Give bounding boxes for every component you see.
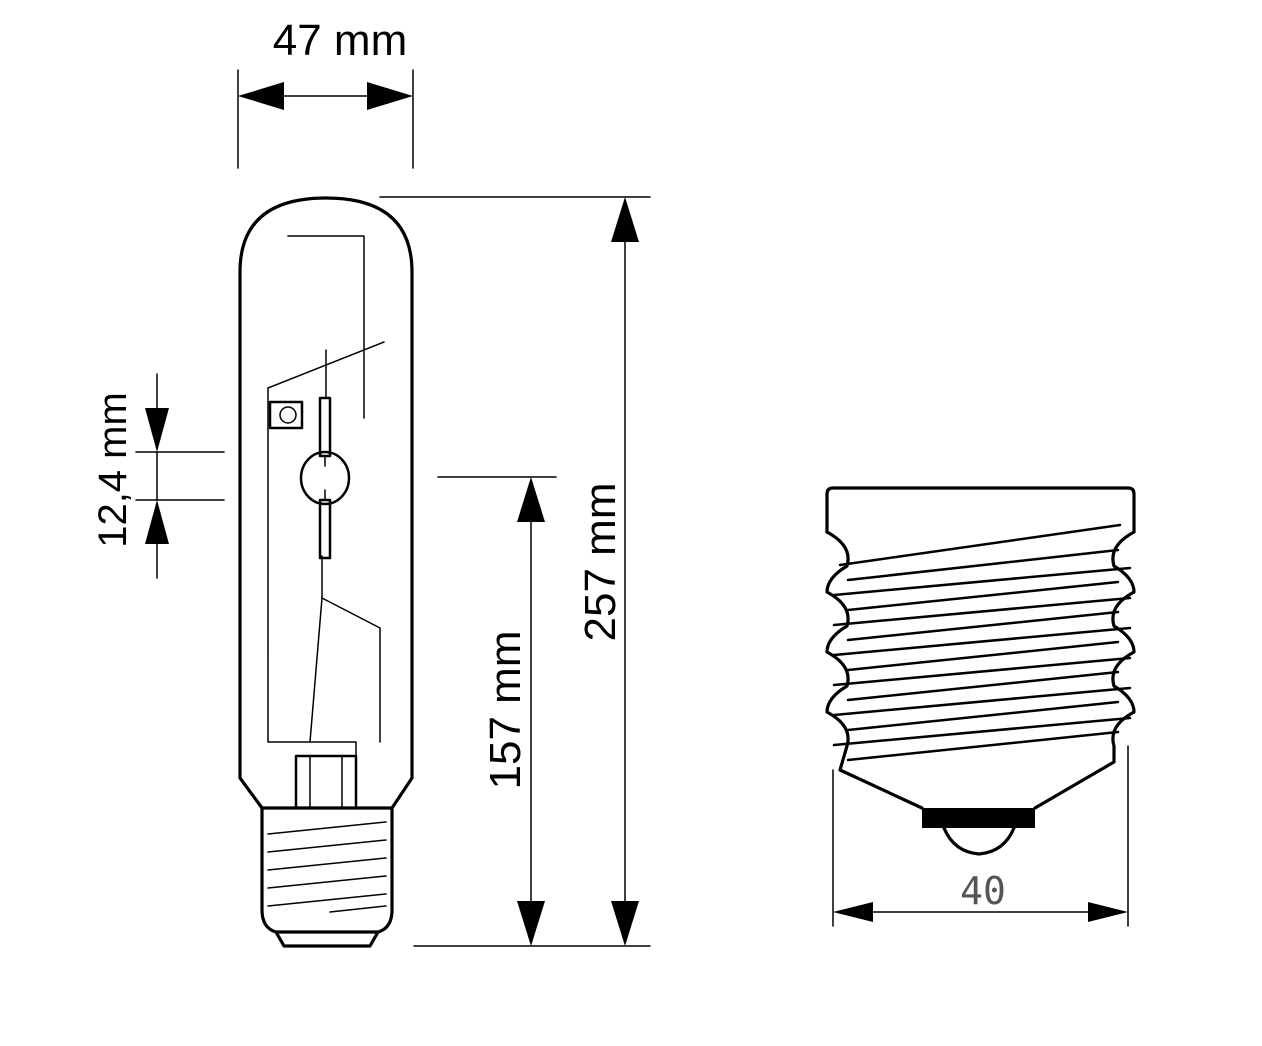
arc-tube-lower-leg [318, 498, 332, 560]
arrow-head [145, 500, 169, 544]
arrow-head [238, 82, 284, 110]
base-detail: 40 [825, 486, 1136, 927]
arrow-head [517, 477, 545, 522]
arrow-head [611, 197, 639, 242]
getter-square [268, 400, 304, 430]
lead-wire-right [321, 597, 381, 743]
arc-tube-body [299, 450, 351, 506]
base-diameter-label: 40 [960, 869, 1006, 913]
support-wire-left [267, 647, 357, 757]
glass-bulb [238, 196, 414, 810]
base-thread-lines [267, 821, 387, 913]
lamp-outline [238, 196, 414, 948]
width-dimension: 47 mm [237, 16, 414, 169]
screw-base [260, 806, 394, 934]
base-contact [274, 930, 380, 948]
light-center-dimension: 157 mm [437, 476, 557, 946]
arc-gap-label: 12,4 mm [91, 392, 135, 548]
base-thread-crests [832, 523, 1132, 762]
arrow-head [1088, 902, 1128, 922]
base-collar [825, 486, 1136, 534]
top-frame-wire [287, 235, 365, 419]
total-length-label: 257 mm [576, 483, 625, 642]
arrow-head [833, 902, 873, 922]
getter-ring [279, 406, 297, 424]
base-insulator [922, 808, 1035, 828]
arrow-head [517, 901, 545, 946]
lamp-pinch [294, 754, 358, 810]
lead-wire-lower [309, 555, 323, 743]
arrow-head [145, 408, 169, 452]
arc-tube-upper-leg [318, 396, 332, 458]
arc-gap-dimension: 12,4 mm [91, 373, 225, 579]
arrow-head [367, 82, 413, 110]
base-centre-contact [942, 826, 1016, 856]
width-label: 47 mm [273, 16, 407, 65]
arrow-head [611, 901, 639, 946]
base-thread-profile-left [825, 530, 924, 810]
light-center-label: 157 mm [481, 631, 530, 790]
support-wire-frame [267, 341, 385, 649]
total-length-dimension: 257 mm [379, 196, 651, 947]
